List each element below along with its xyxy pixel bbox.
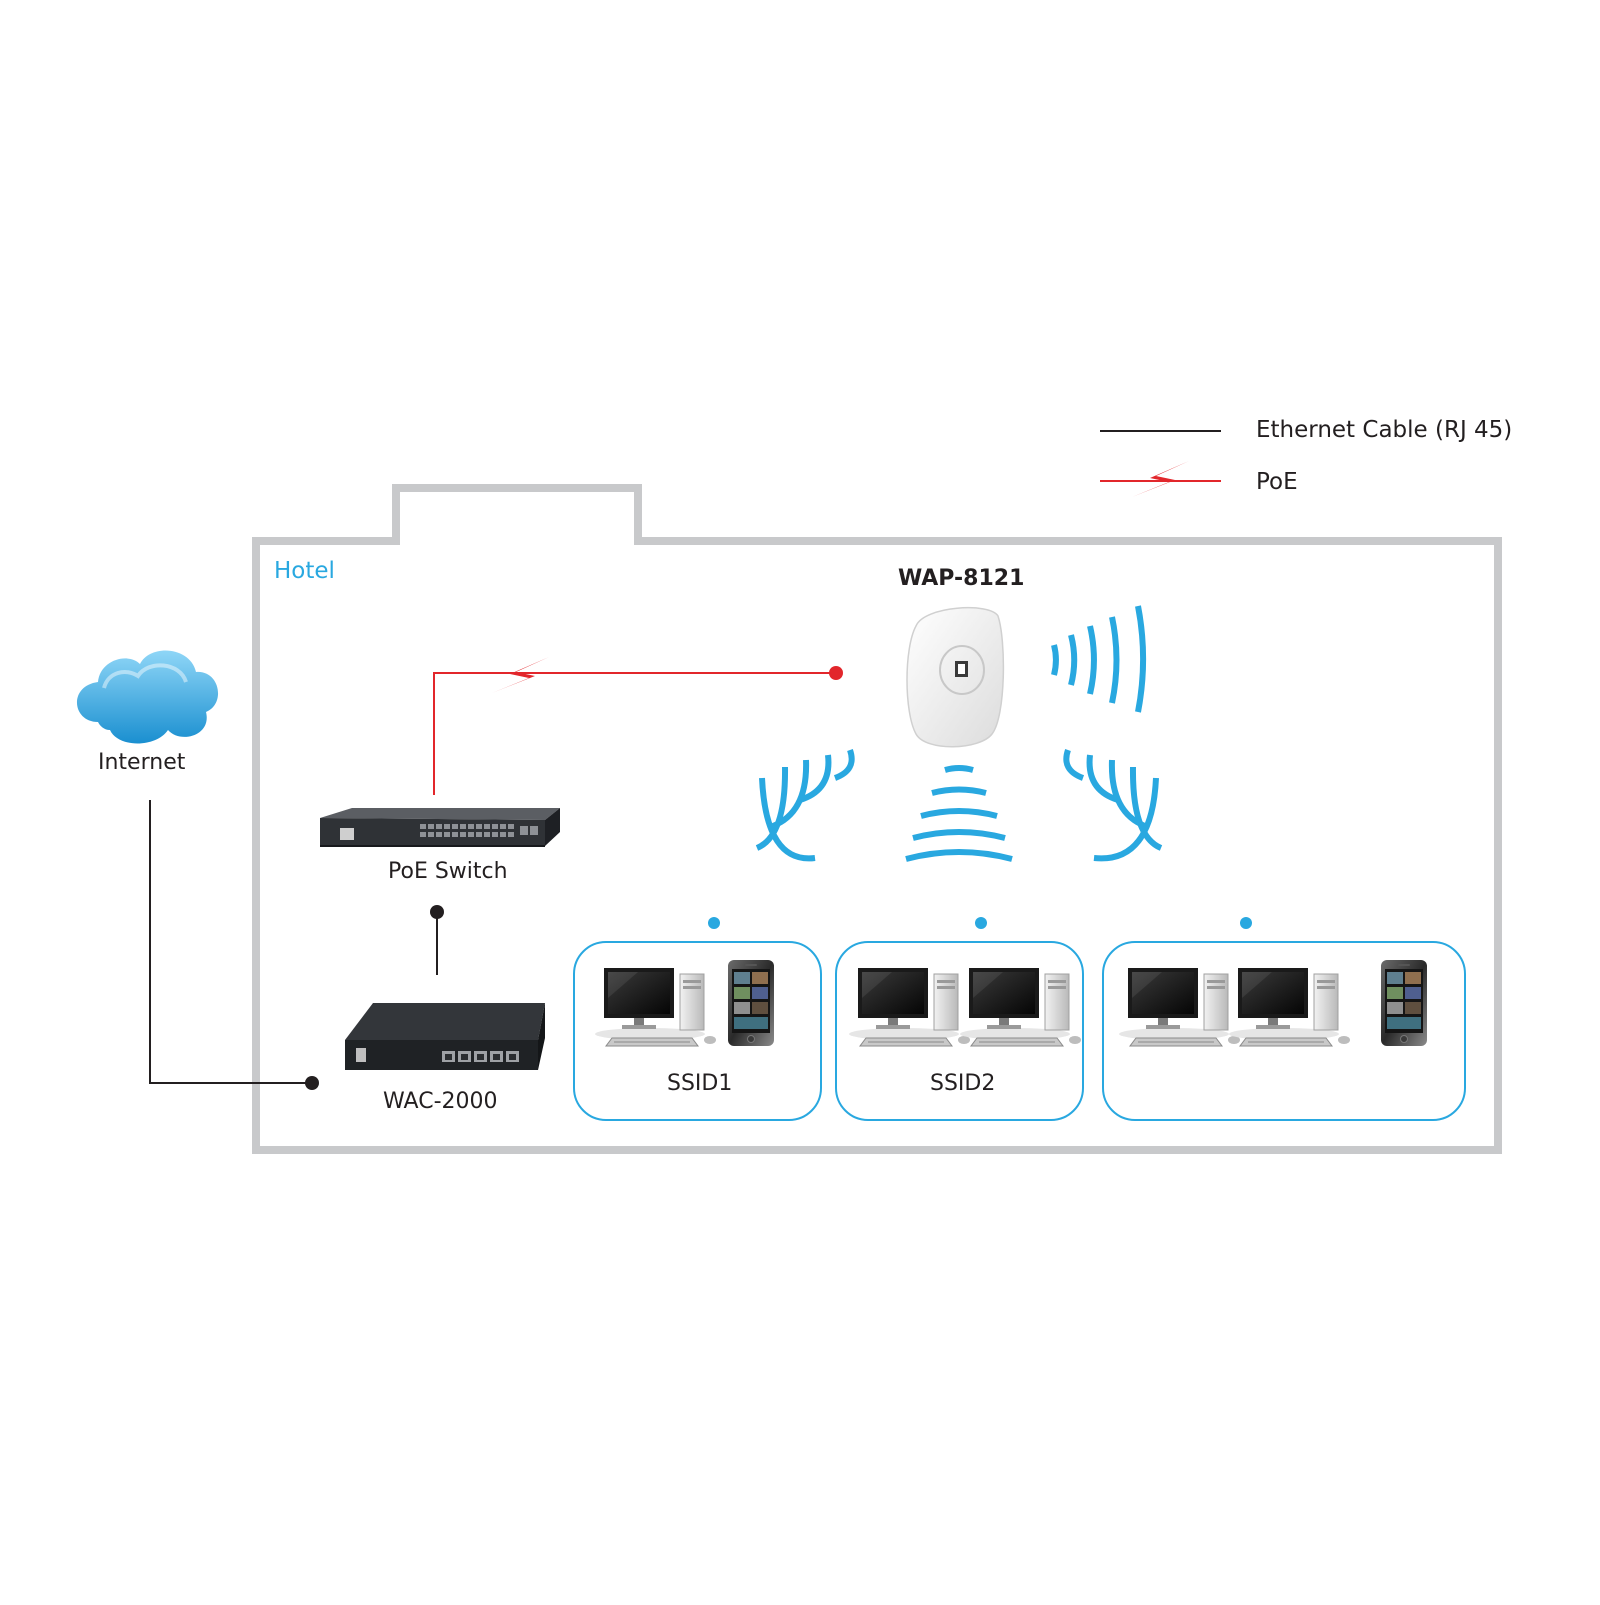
building-label: Hotel xyxy=(274,558,335,584)
wifi-waves-lower-left xyxy=(755,749,855,862)
controller-label: WAC-2000 xyxy=(383,1089,498,1114)
poe-cable-switch-ap xyxy=(433,672,836,795)
ssid-1-label: SSID1 xyxy=(667,1071,733,1096)
legend-ethernet-label: Ethernet Cable (RJ 45) xyxy=(1256,417,1513,443)
legend-poe-label: PoE xyxy=(1256,469,1298,495)
desktop-pc-icon xyxy=(1118,967,1241,1047)
internet-label: Internet xyxy=(98,750,186,775)
ssid-group-1-frame xyxy=(573,941,822,1121)
port-dot-switch xyxy=(430,905,444,919)
smartphone-icon xyxy=(1380,959,1428,1047)
ssid-group-1 xyxy=(573,917,822,1121)
desktop-pc-icon xyxy=(959,967,1082,1047)
ssid-marker-2 xyxy=(975,917,987,929)
desktop-pc-icon xyxy=(848,967,971,1047)
building-outline xyxy=(252,484,1502,1154)
ssid-marker-3 xyxy=(1240,917,1252,929)
ssid-2-label: SSID2 xyxy=(930,1071,996,1096)
desktop-pc-icon xyxy=(1228,967,1351,1047)
rack-switch-icon xyxy=(320,808,560,847)
desktop-pc-icon xyxy=(594,967,717,1047)
poe-switch-label: PoE Switch xyxy=(388,859,508,884)
ssid-group-3 xyxy=(1102,917,1466,1121)
ap-label: WAP-8121 xyxy=(898,566,1025,591)
poe-bolt-icon xyxy=(492,657,549,693)
cloud-icon xyxy=(76,650,219,744)
legend-poe-line xyxy=(1100,461,1221,497)
ssid-marker-1 xyxy=(708,917,720,929)
port-dot-controller xyxy=(305,1076,319,1090)
ceiling-access-point-icon xyxy=(906,607,1005,748)
wireless-controller-icon xyxy=(345,1003,545,1070)
ethernet-cable-internet-controller xyxy=(149,800,312,1084)
ssid-group-3-frame xyxy=(1102,941,1466,1121)
port-dot-ap xyxy=(829,666,843,680)
wifi-waves-lower-right xyxy=(1063,749,1163,862)
ssid-group-2 xyxy=(835,917,1084,1121)
ssid-group-2-frame xyxy=(835,941,1084,1121)
wifi-waves-down xyxy=(905,765,1013,862)
smartphone-icon xyxy=(727,959,775,1047)
wifi-waves-right xyxy=(1051,605,1147,713)
